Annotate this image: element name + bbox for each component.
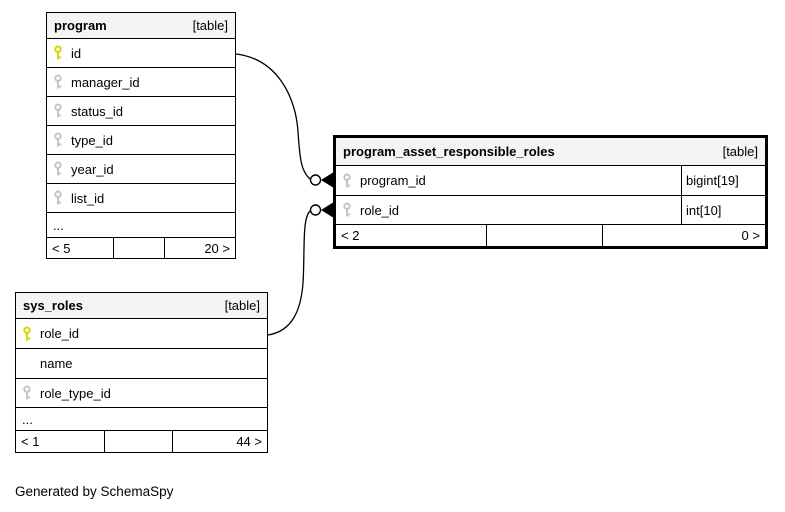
primary-key-icon [23,325,31,340]
table-program-header[interactable]: program [table] [47,13,235,39]
column-name: program_id [360,173,426,188]
table-tag: [table] [224,298,260,313]
table-footer: < 5 20 > [47,238,235,258]
relationship-program-id [235,53,333,188]
column-row[interactable]: status_id [47,97,235,126]
column-name: role_id [40,326,80,341]
table-footer: < 1 44 > [16,431,267,452]
column-row[interactable]: manager_id [47,68,235,97]
column-row[interactable]: year_id [47,155,235,184]
table-program[interactable]: program [table] id manager_id status_id [46,12,236,259]
column-name: id [71,45,82,61]
column-name: type_id [71,132,113,148]
crow-foot-arrow-icon [321,202,333,218]
column-name: list_id [71,190,105,206]
table-header[interactable]: sys_roles [table] [16,293,267,319]
table-tag: [table] [722,144,758,159]
foreign-key-icon [343,172,351,187]
footer-middle [103,431,172,452]
foreign-key-icon [343,202,351,217]
column-name: name [40,356,73,371]
column-name: manager_id [71,74,140,90]
column-row[interactable]: name [16,349,267,379]
table-name: program [54,18,107,33]
table-footer: < 2 0 > [336,225,765,246]
ellipsis-label: ... [53,217,64,233]
foreign-key-icon [54,161,62,176]
footer-parents-count: < 2 [341,228,360,243]
ellipsis-row[interactable]: ... [16,408,267,431]
primary-key-icon [54,45,62,60]
ellipsis-row[interactable]: ... [47,213,235,238]
column-row[interactable]: program_id bigint[19] [336,166,765,196]
table-sys-roles[interactable]: sys_roles [table] role_id name role_type… [15,292,268,453]
column-row[interactable]: id [47,39,235,68]
foreign-key-icon [23,385,31,400]
footer-children-count: 0 > [601,225,765,246]
foreign-key-icon [54,74,62,89]
zero-or-one-circle-icon [309,174,322,186]
column-name: role_type_id [40,385,111,401]
ellipsis-label: ... [22,411,33,427]
column-row[interactable]: role_id int[10] [336,196,765,225]
table-tag: [table] [192,18,228,33]
crow-foot-arrow-icon [321,172,333,188]
column-row[interactable]: type_id [47,126,235,155]
table-name: program_asset_responsible_roles [343,144,555,159]
column-name: year_id [71,161,114,177]
generated-by-note: Generated by SchemaSpy [15,484,174,499]
column-row[interactable]: role_type_id [16,379,267,408]
foreign-key-icon [54,103,62,118]
column-row[interactable]: role_id [16,319,267,349]
footer-middle [112,238,164,258]
footer-parents-count: < 5 [52,240,71,256]
table-header[interactable]: program_asset_responsible_roles [table] [336,138,765,166]
footer-middle [486,225,602,246]
relationship-role-id [267,202,333,336]
key-icon-spacer [22,356,32,372]
zero-or-one-circle-icon [309,204,322,216]
column-type: bigint[19] [681,166,759,195]
column-type: int[10] [681,196,759,224]
column-name: role_id [360,202,400,218]
foreign-key-icon [54,190,62,205]
footer-children-count: 20 > [163,238,235,258]
table-program-asset-responsible-roles[interactable]: program_asset_responsible_roles [table] … [333,135,768,249]
column-row[interactable]: list_id [47,184,235,213]
foreign-key-icon [54,132,62,147]
column-name: status_id [71,103,124,119]
footer-parents-count: < 1 [21,434,40,449]
footer-children-count: 44 > [171,431,267,452]
table-name: sys_roles [23,298,83,313]
